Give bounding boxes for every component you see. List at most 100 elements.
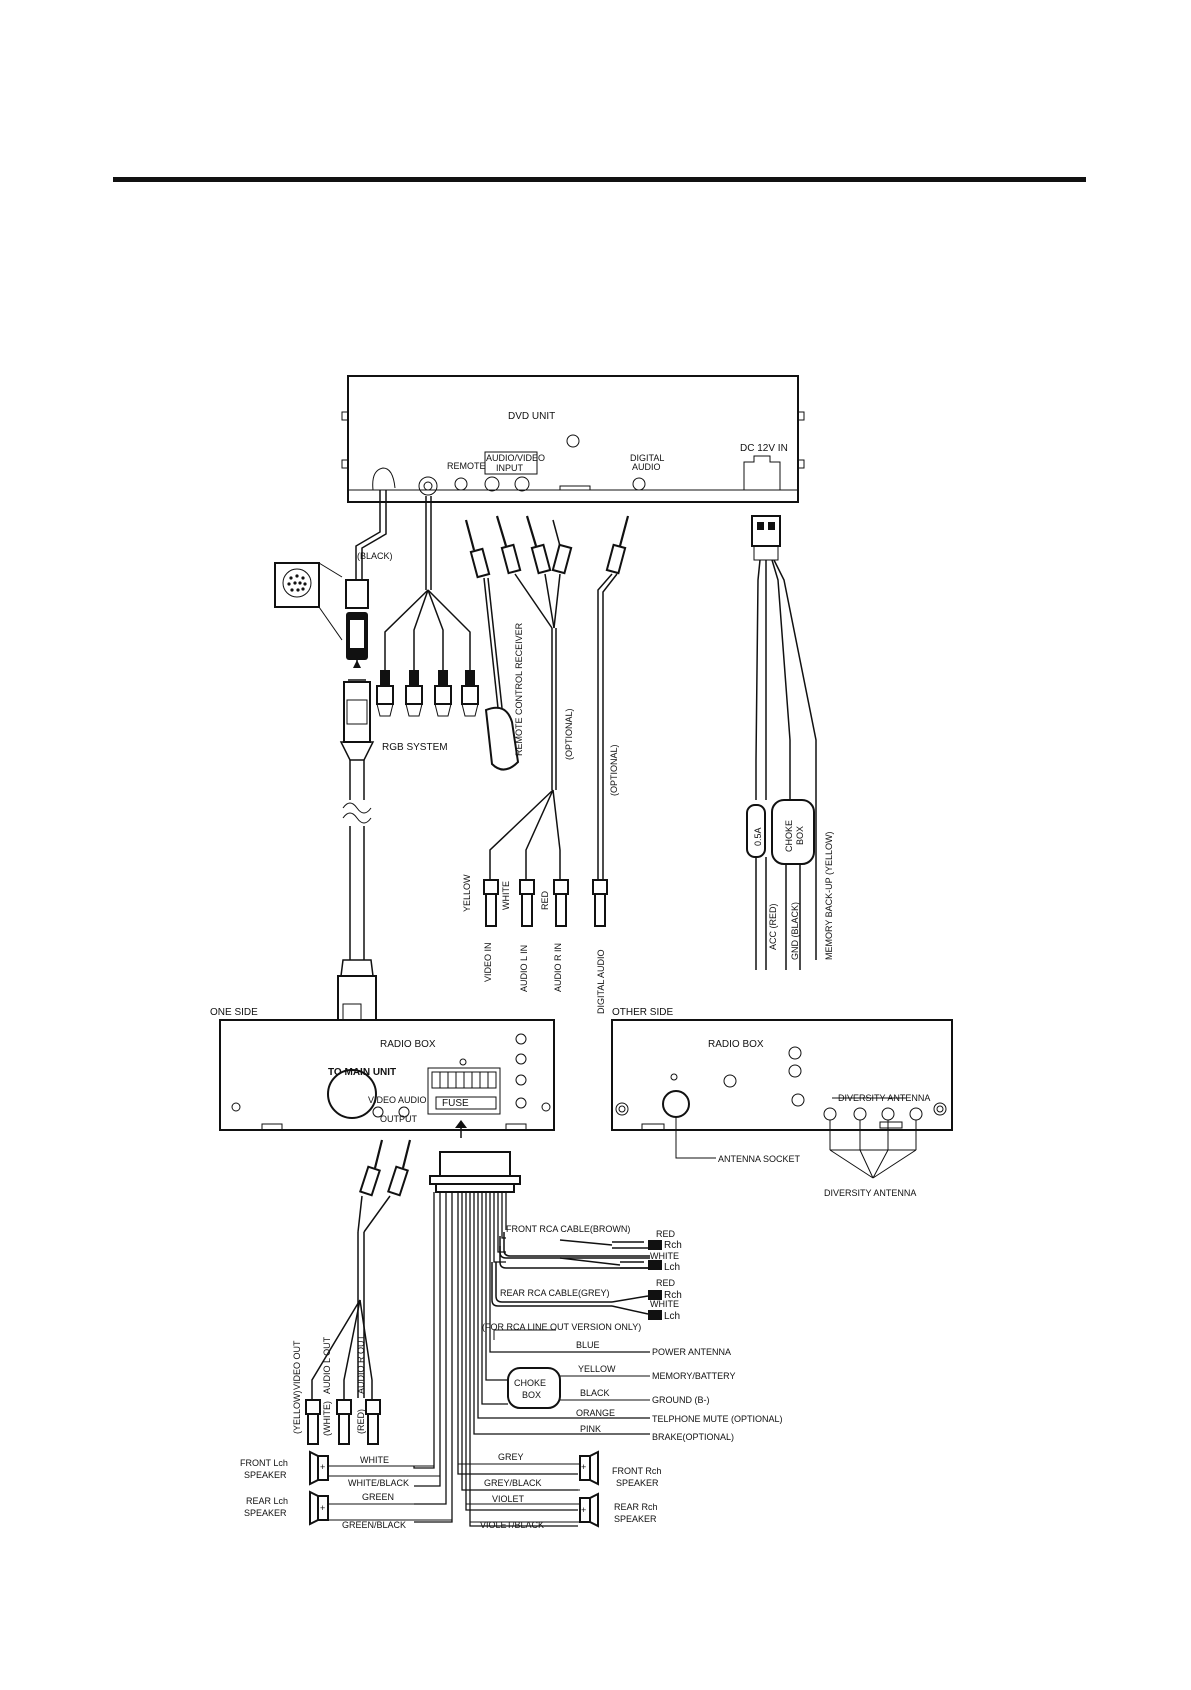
power-antenna-label: POWER ANTENNA	[652, 1347, 731, 1357]
iso-harness: FRONT RCA CABLE(BROWN) RED Rch WHITE Lch…	[413, 1151, 783, 1527]
front-rch-label-2: SPEAKER	[616, 1478, 659, 1488]
digital-audio-jack	[632, 477, 646, 491]
av-output-cable: VIDEO OUT AUDIO L OUT AUDIO R OUT (YELLO…	[292, 1139, 412, 1445]
rear-red-label: RED	[656, 1278, 676, 1288]
dvd-slot	[559, 485, 591, 491]
acc-label: ACC (RED)	[768, 903, 778, 950]
violet-black-wire-r: VIOLET/BLACK	[480, 1520, 544, 1530]
video-out-label: VIDEO OUT	[292, 1340, 302, 1390]
green-wire-l: GREEN	[362, 1492, 394, 1502]
tel-mute-label: TELPHONE MUTE (OPTIONAL)	[652, 1414, 783, 1424]
main-unit-cable: (BLACK)	[337, 490, 393, 1068]
choke-label-1: CHOKE	[784, 820, 794, 852]
rear-rch-label-1: REAR Rch	[614, 1502, 658, 1512]
digital-audio-label-1: DIGITAL	[630, 453, 664, 463]
yellow-output-label: (YELLOW)	[292, 1390, 302, 1434]
svg-text:+: +	[581, 1462, 586, 1472]
dvd-unit: DVD UNIT REMOTE AUDIO/VIDEO INPUT DIGITA…	[341, 375, 805, 503]
svg-text:+: +	[320, 1503, 325, 1513]
black-wire-label: BLACK	[580, 1388, 610, 1398]
dvd-unit-title: DVD UNIT	[508, 411, 555, 422]
ground-label: GROUND (B-)	[652, 1395, 710, 1405]
audio-r-in-label: AUDIO R IN	[553, 943, 563, 992]
violet-wire-r: VIOLET	[492, 1494, 525, 1504]
white-label: WHITE	[501, 881, 511, 910]
white-output-label: (WHITE)	[322, 1401, 332, 1436]
radio-box-one-side: ONE SIDE RADIO BOX TO MAIN UNIT VIDEO AU…	[210, 1007, 555, 1138]
rear-lch-label-2: SPEAKER	[244, 1508, 287, 1518]
rgb-system-label: RGB SYSTEM	[382, 742, 448, 753]
audio-l-out-label: AUDIO L OUT	[322, 1336, 332, 1394]
front-rca-label: FRONT RCA CABLE(BROWN)	[506, 1224, 630, 1234]
remote-jack	[454, 477, 468, 491]
rear-rca-label: REAR RCA CABLE(GREY)	[500, 1288, 610, 1298]
green-black-wire-l: GREEN/BLACK	[342, 1520, 406, 1530]
dc-in-socket	[743, 455, 781, 490]
choke-box-harness	[507, 1367, 561, 1409]
main-connector-port	[372, 467, 396, 491]
red-output-label: (RED)	[356, 1409, 366, 1434]
rgb-port	[418, 476, 438, 496]
dc-in-label: DC 12V IN	[740, 443, 788, 454]
black-cable-label: (BLACK)	[357, 551, 393, 561]
header-rule	[113, 177, 1086, 182]
rear-lch-label-1: REAR Lch	[246, 1496, 288, 1506]
radio-box-title-1: RADIO BOX	[380, 1039, 436, 1050]
one-side-label: ONE SIDE	[210, 1007, 258, 1018]
svg-text:+: +	[320, 1462, 325, 1472]
svg-text:+: +	[581, 1505, 586, 1515]
front-rch-label-1: FRONT Rch	[612, 1466, 661, 1476]
rear-lch-label: Lch	[664, 1311, 680, 1322]
front-rch-label: Rch	[664, 1240, 682, 1251]
pink-label: PINK	[580, 1424, 601, 1434]
rca-note-label: (FOR RCA LINE OUT VERSION ONLY)	[482, 1322, 641, 1332]
orange-label: ORANGE	[576, 1408, 615, 1418]
choke-box	[771, 799, 815, 865]
video-audio-label: VIDEO AUDIO	[368, 1095, 427, 1105]
blue-label: BLUE	[576, 1340, 600, 1350]
speakers: + FRONT Lch SPEAKER WHITE WHITE/BLACK + …	[240, 1450, 661, 1530]
optional-label-1: (OPTIONAL)	[564, 708, 574, 760]
front-lch-label: Lch	[664, 1262, 680, 1273]
grey-black-wire-r: GREY/BLACK	[484, 1478, 542, 1488]
antenna-socket-label: ANTENNA SOCKET	[718, 1154, 801, 1164]
dvd-remote-label: REMOTE	[447, 461, 486, 471]
gnd-label: GND (BLACK)	[790, 902, 800, 960]
to-main-unit-label: TO MAIN UNIT	[328, 1067, 396, 1078]
fuse-05a-label: 0.5A	[753, 827, 763, 846]
audio-l-in-label: AUDIO L IN	[519, 945, 529, 992]
iso-connector	[427, 1067, 501, 1115]
audio-r-out-label: AUDIO R OUT	[356, 1334, 366, 1394]
radio-box-title-2: RADIO BOX	[708, 1039, 764, 1050]
remote-receiver-label: REMOTE CONTROL RECEIVER	[514, 622, 524, 756]
white-black-wire-l: WHITE/BLACK	[348, 1478, 409, 1488]
power-harness: 0.5A CHOKE BOX ACC (RED) GND (BLACK) MEM…	[746, 515, 834, 970]
rgb-system-cable: RGB SYSTEM	[376, 496, 479, 753]
memory-backup-label: MEMORY BACK-UP (YELLOW)	[824, 831, 834, 960]
video-in-label: VIDEO IN	[483, 942, 493, 982]
rear-rch-label: Rch	[664, 1290, 682, 1301]
red-label: RED	[540, 890, 550, 910]
front-lch-label-1: FRONT Lch	[240, 1458, 288, 1468]
front-lch-label-2: SPEAKER	[244, 1470, 287, 1480]
av-jack-1	[484, 476, 500, 492]
dvd-indicator	[566, 434, 580, 448]
fuse-label: FUSE	[442, 1098, 469, 1109]
antenna-socket	[662, 1090, 690, 1118]
to-main-unit-socket	[327, 1069, 377, 1119]
front-white-label: WHITE	[650, 1251, 679, 1261]
choke-label-2: BOX	[795, 826, 805, 845]
digital-audio-label: DIGITAL AUDIO	[596, 949, 606, 1014]
av-input-label-1: AUDIO/VIDEO	[486, 453, 545, 463]
diversity-antenna-label: DIVERSITY ANTENNA	[824, 1188, 916, 1198]
av-jack-2	[514, 476, 530, 492]
brake-label: BRAKE(OPTIONAL)	[652, 1432, 734, 1442]
optional-label-2: (OPTIONAL)	[609, 744, 619, 796]
rear-rch-label-2: SPEAKER	[614, 1514, 657, 1524]
harness-choke-1: CHOKE	[514, 1378, 546, 1388]
din-connector-inset	[274, 562, 343, 641]
av-input-label-2: INPUT	[496, 463, 524, 473]
digital-audio-label-2: AUDIO	[632, 462, 661, 472]
white-wire-l: WHITE	[360, 1455, 389, 1465]
